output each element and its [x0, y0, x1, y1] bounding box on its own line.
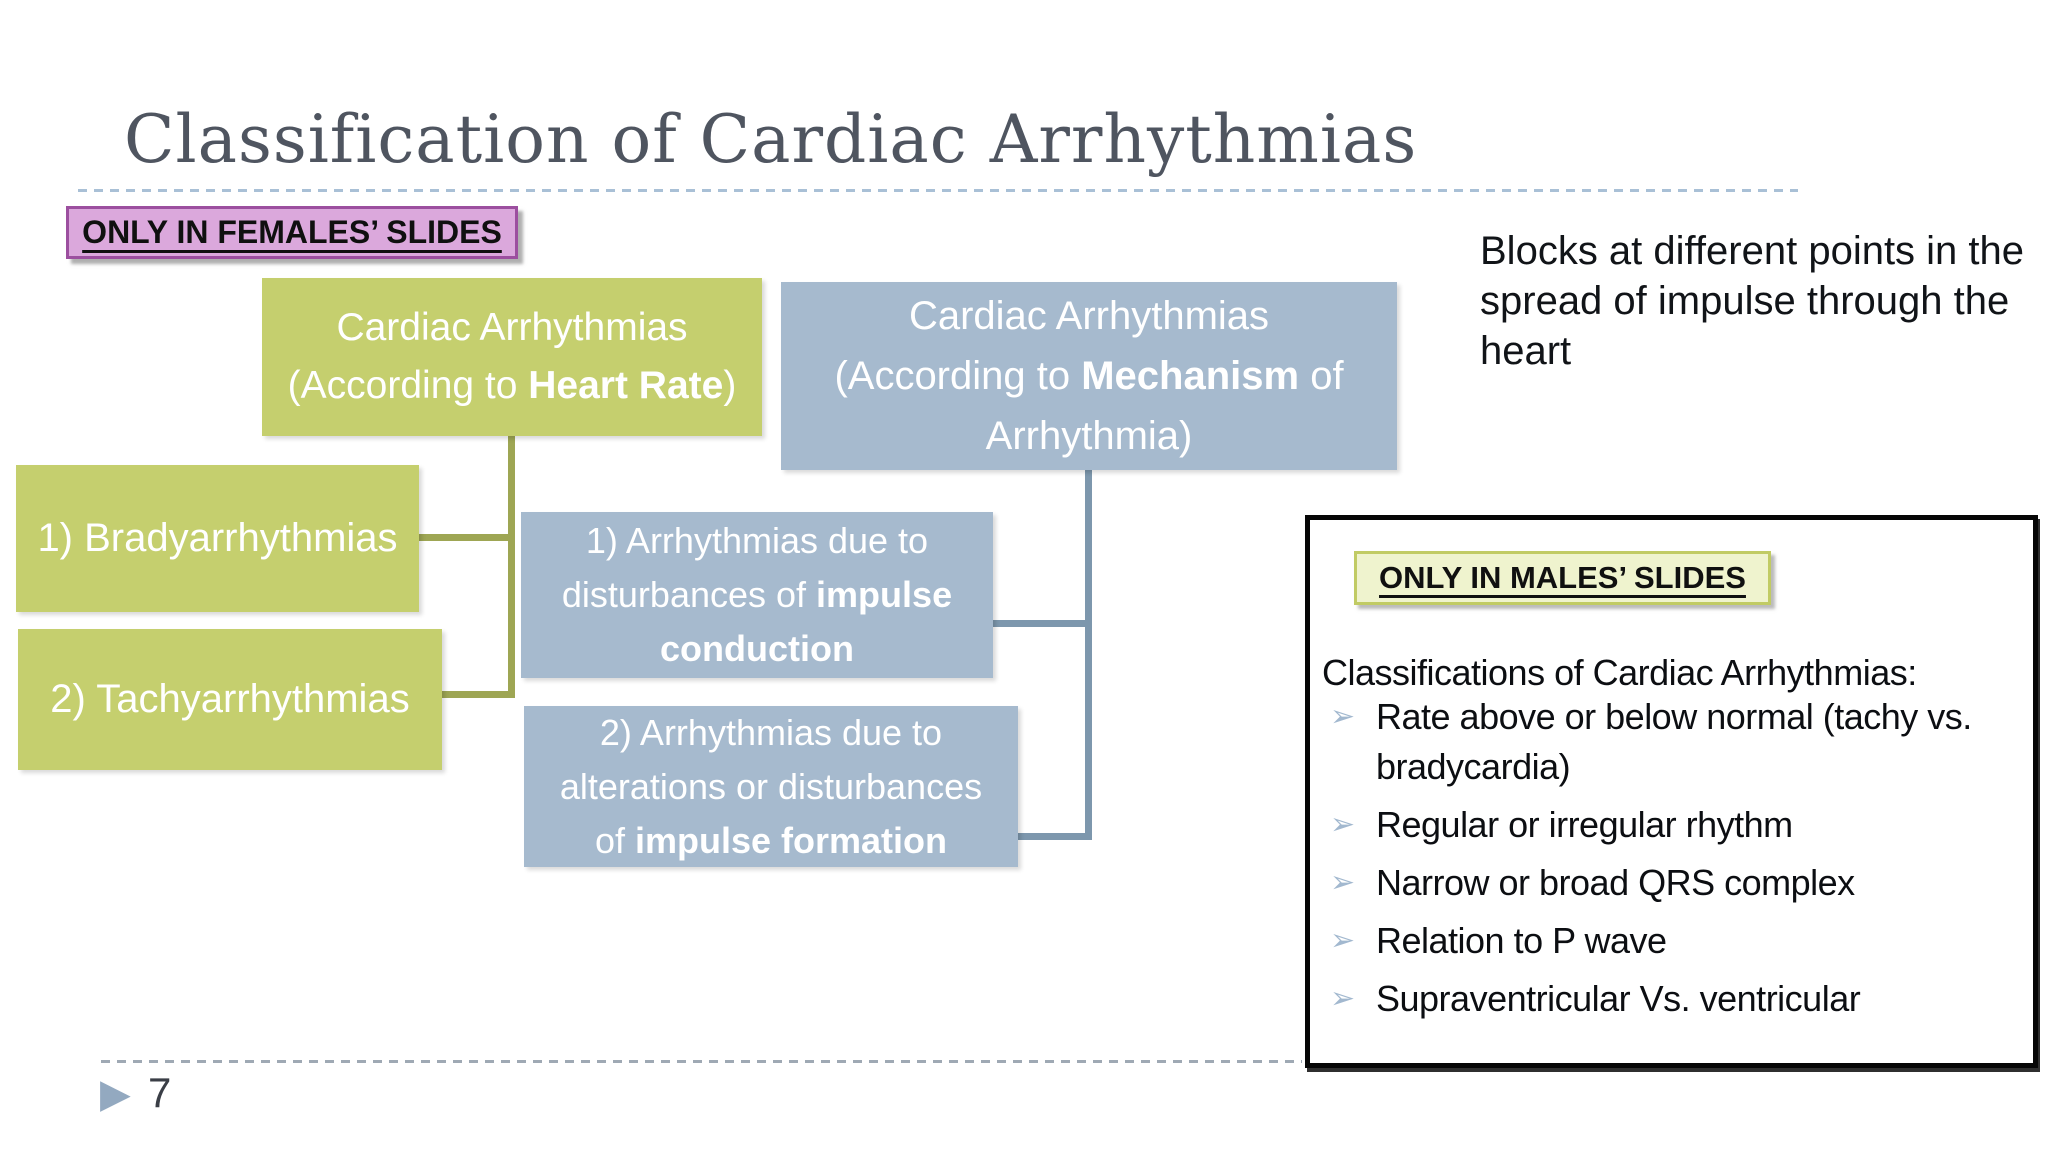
bullet-text: Regular or irregular rhythm: [1376, 804, 1793, 845]
connector-blue-vertical: [1085, 468, 1092, 840]
males-panel-heading: Classifications of Cardiac Arrhythmias:: [1322, 652, 1917, 693]
connector-green-to-tachyarrhythmias: [442, 691, 512, 698]
bullet-arrow-icon: ➢: [1330, 924, 1355, 957]
page-number: 7: [148, 1069, 172, 1116]
bullet-text: Narrow or broad QRS complex: [1376, 862, 1855, 903]
page-arrow-icon: ▶: [100, 1072, 131, 1116]
list-item: ➢ Regular or irregular rhythm: [1330, 800, 2002, 850]
list-item: ➢ Supraventricular Vs. ventricular: [1330, 974, 2002, 1024]
bullet-arrow-icon: ➢: [1330, 700, 1355, 733]
node-heart-rate-line1: Cardiac Arrhythmias: [336, 306, 688, 349]
node-heart-rate-line2: (According to Heart Rate): [287, 364, 737, 407]
footer-divider: [101, 1060, 1302, 1063]
males-panel-bullet-list: ➢ Rate above or below normal (tachy vs. …: [1330, 692, 2002, 1032]
note-blocks-text: Blocks at different points in the spread…: [1480, 229, 2025, 373]
females-only-badge-label: ONLY IN FEMALES’ SLIDES: [82, 214, 502, 250]
list-item: ➢ Relation to P wave: [1330, 916, 2002, 966]
node-tachy-label: 2) Tachyarrhythmias: [50, 677, 410, 721]
node-cardiac-arrhythmias-heart-rate: Cardiac Arrhythmias (According to Heart …: [262, 278, 762, 436]
connector-blue-to-impulse-conduction: [993, 620, 1088, 627]
connector-blue-to-impulse-formation: [1018, 833, 1088, 840]
title-divider: [78, 189, 1798, 192]
list-item: ➢ Rate above or below normal (tachy vs. …: [1330, 692, 2002, 792]
males-only-panel: [1305, 515, 2038, 1068]
node-cardiac-arrhythmias-mechanism: Cardiac Arrhythmias (According to Mechan…: [781, 282, 1397, 470]
bullet-text: Relation to P wave: [1376, 920, 1667, 961]
females-only-badge: ONLY IN FEMALES’ SLIDES: [66, 206, 518, 259]
males-only-badge: ONLY IN MALES’ SLIDES: [1354, 551, 1771, 605]
connector-green-vertical: [508, 434, 515, 698]
bullet-text: Supraventricular Vs. ventricular: [1376, 978, 1861, 1019]
node-tachyarrhythmias: 2) Tachyarrhythmias: [18, 629, 442, 770]
connector-green-to-bradyarrhythmias: [419, 534, 511, 541]
bullet-arrow-icon: ➢: [1330, 866, 1355, 899]
males-only-badge-label: ONLY IN MALES’ SLIDES: [1379, 560, 1746, 595]
page-title: Classification of Cardiac Arrhythmias: [124, 101, 1418, 178]
list-item: ➢ Narrow or broad QRS complex: [1330, 858, 2002, 908]
node-mechanism-line1: Cardiac Arrhythmias: [908, 294, 1270, 338]
bullet-text: Rate above or below normal (tachy vs. br…: [1376, 696, 1972, 787]
node-brady-label: 1) Bradyarrhythmias: [37, 516, 398, 560]
node-bradyarrhythmias: 1) Bradyarrhythmias: [16, 465, 419, 612]
bullet-arrow-icon: ➢: [1330, 982, 1355, 1015]
bullet-arrow-icon: ➢: [1330, 808, 1355, 841]
